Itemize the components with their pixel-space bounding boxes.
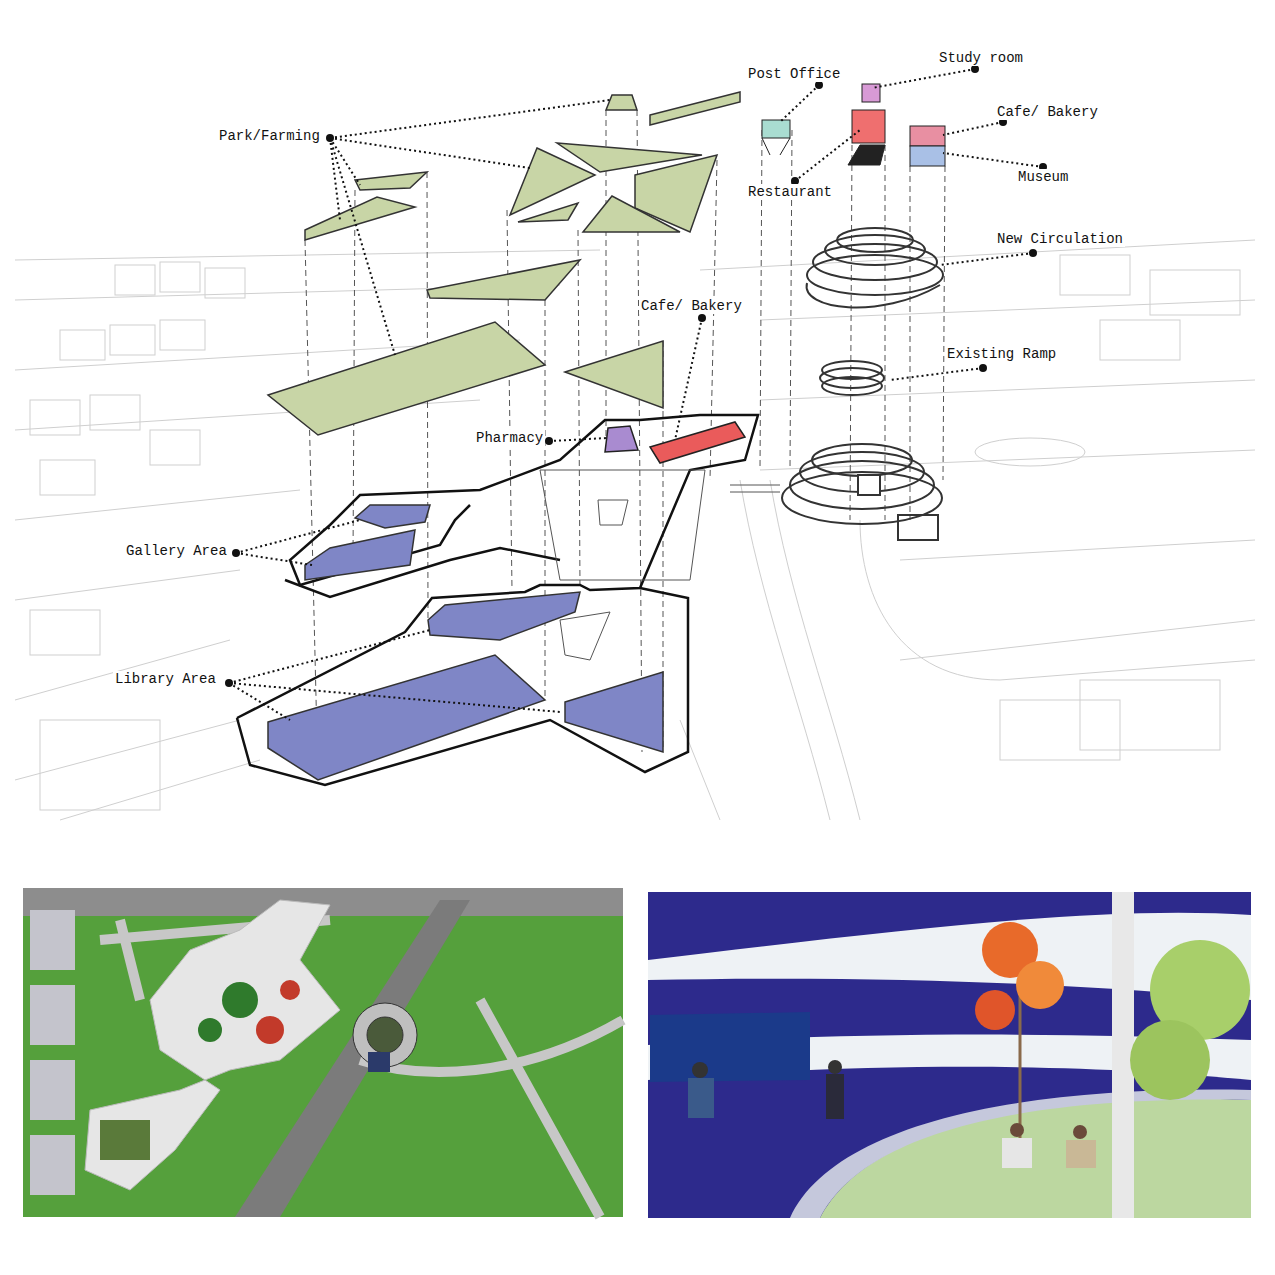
callout-label: Study room — [937, 50, 1025, 66]
callout-label: Gallery Area — [124, 543, 229, 559]
callout-label: Post Office — [746, 66, 842, 82]
callout-label: Museum — [1016, 169, 1070, 185]
callout-label: Park/Farming — [217, 128, 322, 144]
callout-label: Library Area — [113, 671, 218, 687]
callout-label: Cafe/ Bakery — [995, 104, 1100, 120]
callout-label: New Circulation — [995, 231, 1125, 247]
callout-label: Restaurant — [746, 184, 834, 200]
callout-label: Cafe/ Bakery — [639, 298, 744, 314]
callout-label: Existing Ramp — [945, 346, 1058, 362]
callout-label: Pharmacy — [474, 430, 545, 446]
